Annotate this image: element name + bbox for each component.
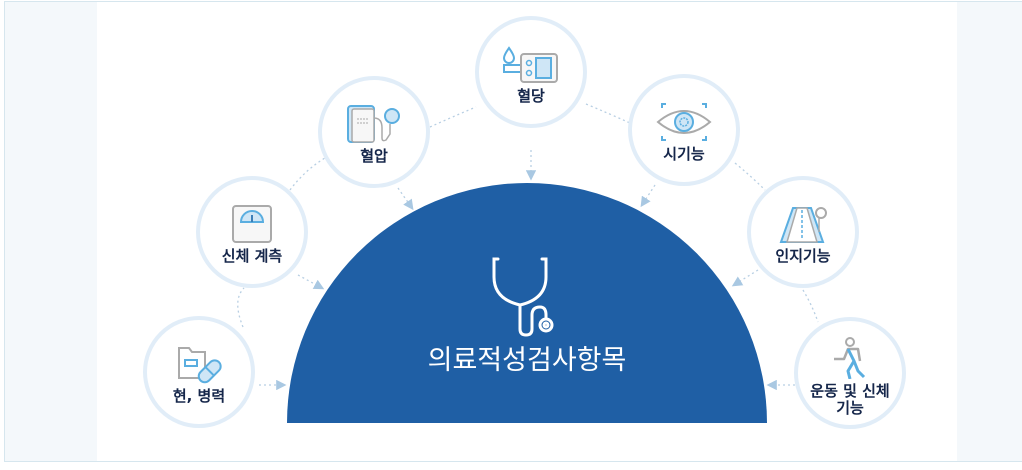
center-title: 의료적성검사항목 — [427, 345, 627, 376]
blood-pressure-monitor-icon — [347, 105, 400, 143]
folder-pill-icon — [178, 347, 222, 384]
node-motor-function: 운동 및 신체 기능 — [794, 317, 906, 429]
scale-icon — [232, 205, 272, 243]
node-cognitive: 인지기능 — [747, 176, 859, 288]
node-blood-pressure: 혈압 — [318, 76, 430, 188]
node-label-line2: 기능 — [836, 399, 864, 417]
node-body-measurement: 신체 계측 — [196, 176, 308, 288]
node-label: 혈압 — [360, 147, 388, 165]
left-side-panel — [5, 2, 97, 461]
node-blood-sugar: 혈당 — [475, 16, 587, 128]
node-medical-history: 현, 병력 — [143, 316, 255, 428]
road-sign-icon — [779, 207, 827, 243]
node-label: 현, 병력 — [172, 387, 226, 405]
node-label: 혈당 — [517, 87, 545, 105]
node-label-line1: 운동 및 신체 — [810, 382, 890, 400]
node-label: 운동 및 신체 기능 — [798, 383, 902, 417]
node-label: 인지기능 — [775, 247, 831, 265]
node-label: 시기능 — [663, 145, 705, 163]
glucose-meter-icon — [502, 46, 558, 83]
node-label: 신체 계측 — [221, 247, 283, 265]
right-side-panel — [957, 2, 1022, 461]
stethoscope-icon — [492, 257, 554, 337]
eye-icon — [656, 103, 712, 141]
node-vision: 시기능 — [628, 74, 740, 186]
walking-person-icon — [834, 337, 866, 379]
